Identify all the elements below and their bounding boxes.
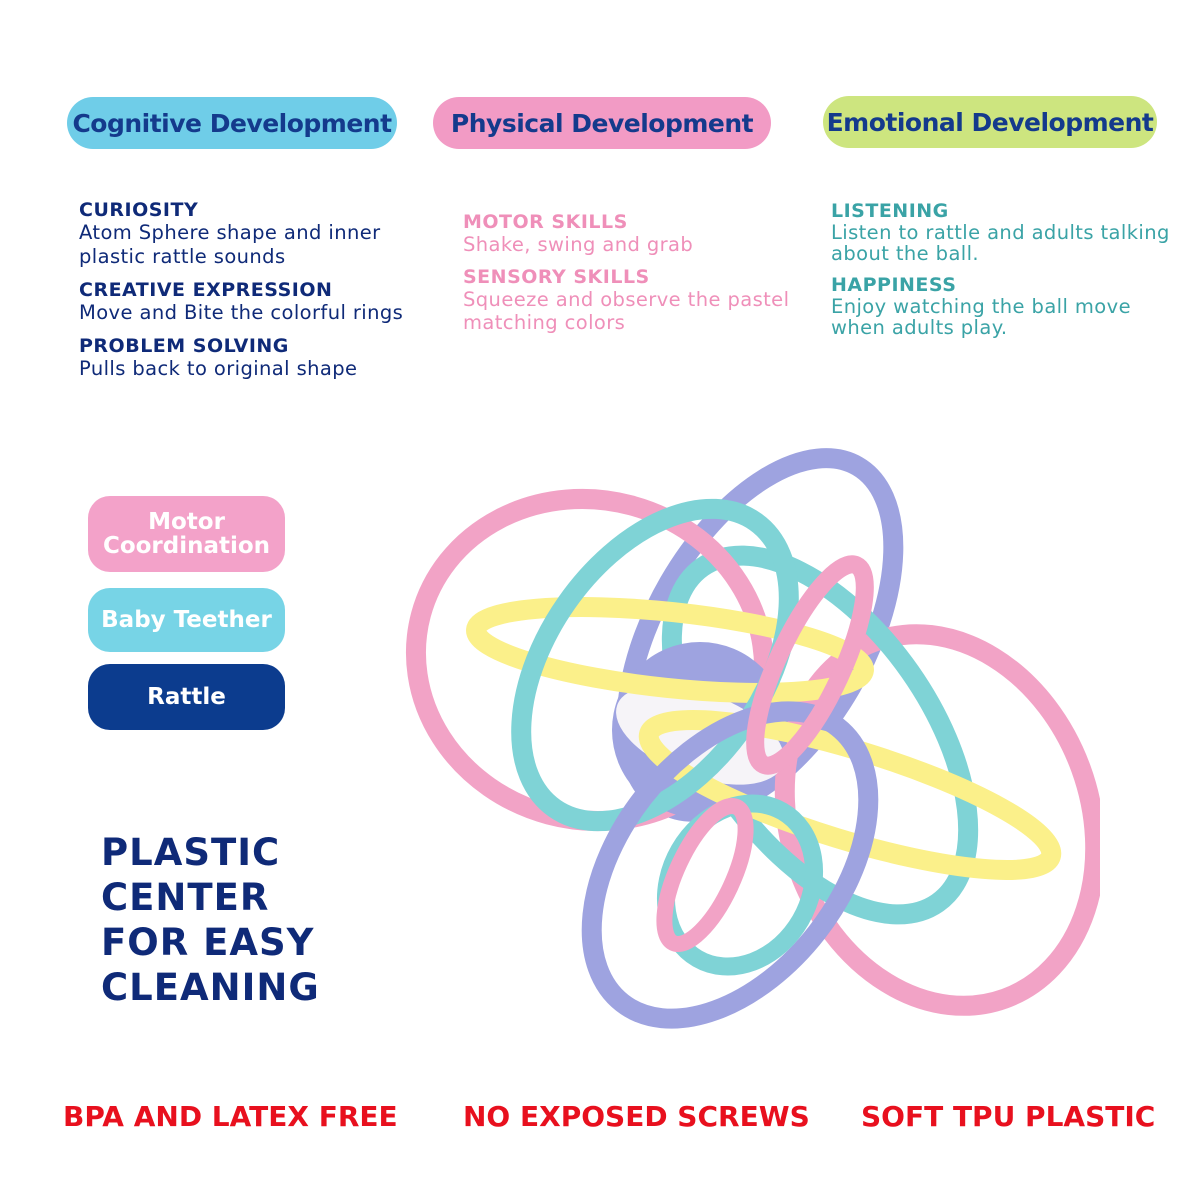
baby-teether-tag: Baby Teether (88, 588, 285, 652)
bpa-latex-free-label: BPA AND LATEX FREE (63, 1100, 398, 1133)
emotional-development-pill: Emotional Development (823, 96, 1157, 148)
emotional-column: LISTENING Listen to rattle and adults ta… (831, 200, 1186, 348)
cognitive-development-pill: Cognitive Development (67, 97, 397, 149)
creative-expression-heading: CREATIVE EXPRESSION (79, 279, 333, 301)
physical-column: MOTOR SKILLS Shake, swing and grab SENSO… (463, 211, 808, 344)
problem-solving-heading: PROBLEM SOLVING (79, 335, 289, 357)
motor-coordination-tag: Motor Coordination (88, 496, 285, 572)
curiosity-text: Atom Sphere shape and inner plastic ratt… (79, 221, 381, 268)
list-item: MOTOR SKILLS Shake, swing and grab (463, 211, 808, 256)
curiosity-heading: CURIOSITY (79, 199, 199, 221)
list-item: SENSORY SKILLS Squeeze and observe the p… (463, 266, 808, 334)
yellow-ring-top (466, 597, 874, 703)
list-item: HAPPINESS Enjoy watching the ball move w… (831, 274, 1186, 338)
plastic-center-text: PLASTIC CENTER FOR EASY CLEANING (101, 831, 320, 1009)
listening-heading: LISTENING (831, 200, 949, 222)
list-item: LISTENING Listen to rattle and adults ta… (831, 200, 1186, 264)
pink-ring-inner (746, 555, 874, 775)
motor-skills-text: Shake, swing and grab (463, 233, 694, 256)
happiness-text: Enjoy watching the ball move when adults… (831, 295, 1131, 339)
creative-expression-text: Move and Bite the colorful rings (79, 301, 404, 324)
rattle-tag: Rattle (88, 664, 285, 730)
no-exposed-screws-label: NO EXPOSED SCREWS (463, 1100, 810, 1133)
list-item: PROBLEM SOLVING Pulls back to original s… (79, 335, 439, 381)
list-item: CURIOSITY Atom Sphere shape and inner pl… (79, 199, 439, 269)
sensory-skills-text: Squeeze and observe the pastel matching … (463, 288, 790, 334)
rattle-ball-image (405, 448, 1100, 1029)
listening-text: Listen to rattle and adults talking abou… (831, 221, 1170, 265)
pink-ring-lower (656, 798, 754, 952)
list-item: CREATIVE EXPRESSION Move and Bite the co… (79, 279, 439, 325)
lavender-ring-front (581, 701, 879, 1029)
motor-skills-heading: MOTOR SKILLS (463, 211, 628, 233)
physical-development-pill: Physical Development (433, 97, 771, 149)
cognitive-column: CURIOSITY Atom Sphere shape and inner pl… (79, 199, 439, 391)
problem-solving-text: Pulls back to original shape (79, 357, 358, 380)
happiness-heading: HAPPINESS (831, 274, 957, 296)
soft-tpu-plastic-label: SOFT TPU PLASTIC (861, 1100, 1156, 1133)
sensory-skills-heading: SENSORY SKILLS (463, 266, 650, 288)
